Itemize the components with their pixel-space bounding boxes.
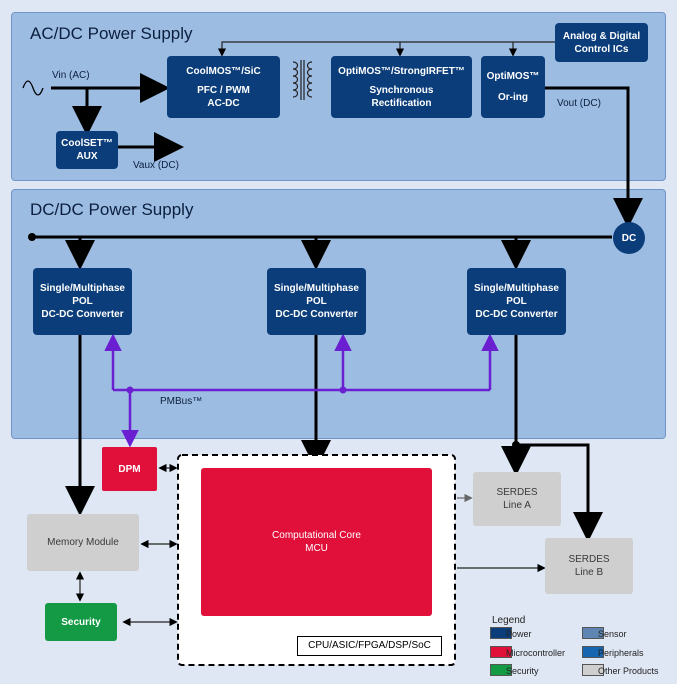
legend-label-power: Power — [506, 629, 532, 639]
pol-converter-3: Single/Multiphase POL DC-DC Converter — [467, 268, 566, 335]
memory-label: Memory Module — [47, 537, 119, 548]
core-line1: Computational Core — [272, 530, 361, 541]
serdes-a-line2: Line A — [503, 500, 531, 511]
memory-module-block: Memory Module — [27, 514, 139, 571]
legend-label-microcontroller: Microcontroller — [506, 648, 566, 658]
transformer-icon — [292, 60, 313, 100]
coolmos-line3: AC-DC — [207, 97, 240, 109]
pol2-line1: Single/Multiphase — [273, 283, 359, 294]
serdes-a-line1: SERDES — [496, 487, 538, 498]
coolset-line1: CoolSET™ — [61, 138, 113, 149]
legend-swatch-sensor — [582, 627, 604, 639]
pol3-line2: POL — [506, 296, 527, 307]
legend-swatch-other-products — [582, 664, 604, 676]
security-block: Security — [45, 603, 117, 641]
legend-swatch-peripherals — [582, 646, 604, 658]
coolmos-line1: CoolMOS™/SiC — [186, 65, 261, 77]
dcdc-title: DC/DC Power Supply — [30, 200, 194, 219]
dpm-label: DPM — [118, 463, 141, 475]
legend-swatch-microcontroller — [490, 646, 512, 658]
coolmos-block: CoolMOS™/SiC PFC / PWM AC-DC — [167, 56, 280, 118]
cpu-label-box: CPU/ASIC/FPGA/DSP/SoC — [297, 636, 442, 656]
pol2-line2: POL — [306, 296, 327, 307]
legend-swatch-security — [490, 664, 512, 676]
optimos-oring-line2: Or-ing — [498, 92, 528, 103]
pol1-line3: DC-DC Converter — [41, 309, 124, 320]
core-line2: MCU — [305, 543, 328, 554]
acdc-title: AC/DC Power Supply — [30, 24, 193, 43]
coolset-block: CoolSET™ AUX — [56, 131, 118, 169]
vaux-label: Vaux (DC) — [133, 160, 179, 171]
pol1-line1: Single/Multiphase — [39, 283, 125, 294]
optimos-sr-block: OptiMOS™/StrongIRFET™ Synchronous Rectif… — [331, 56, 472, 118]
pol3-line3: DC-DC Converter — [475, 309, 558, 320]
dc-node-label: DC — [621, 232, 637, 244]
analog-digital-control-block: Analog & Digital Control ICs — [555, 23, 648, 62]
legend-label-peripherals: Peripherals — [598, 648, 644, 658]
dpm-block: DPM — [102, 447, 157, 491]
serdes-b-line1: SERDES — [568, 554, 610, 565]
optimos-sr-line3: Rectification — [371, 97, 432, 109]
pol-converter-2: Single/Multiphase POL DC-DC Converter — [267, 268, 366, 335]
serdes-line-b-block: SERDES Line B — [545, 538, 633, 594]
optimos-oring-line1: OptiMOS™ — [486, 71, 540, 82]
security-label: Security — [61, 616, 101, 628]
optimos-sr-line2: Synchronous — [369, 84, 434, 96]
vin-label: Vin (AC) — [52, 70, 90, 81]
vout-label: Vout (DC) — [557, 98, 601, 109]
dc-node: DC — [613, 222, 645, 254]
serdes-line-a-block: SERDES Line A — [473, 472, 561, 526]
legend-label-sensor: Sensor — [598, 629, 627, 639]
legend-label-other-products: Other Products — [598, 666, 659, 676]
optimos-oring-block: OptiMOS™ Or-ing — [481, 56, 545, 118]
pol1-line2: POL — [72, 296, 93, 307]
coolset-line2: AUX — [76, 151, 98, 162]
serdes-b-line2: Line B — [574, 567, 604, 578]
pmbus-label: PMBus™ — [160, 396, 203, 407]
optimos-sr-line1: OptiMOS™/StrongIRFET™ — [338, 65, 465, 77]
analog-line2: Control ICs — [574, 43, 629, 55]
pol3-line1: Single/Multiphase — [473, 283, 559, 294]
computational-core-block: Computational Core MCU — [201, 468, 432, 616]
legend-label-security: Security — [506, 666, 539, 676]
coolmos-line2: PFC / PWM — [197, 84, 250, 96]
cpu-label: CPU/ASIC/FPGA/DSP/SoC — [308, 640, 431, 651]
legend-title: Legend — [492, 615, 526, 626]
legend-swatch-power — [490, 627, 512, 639]
analog-line1: Analog & Digital — [562, 30, 641, 42]
ac-source-symbol — [22, 80, 44, 96]
pol-converter-1: Single/Multiphase POL DC-DC Converter — [33, 268, 132, 335]
pol2-line3: DC-DC Converter — [275, 309, 358, 320]
